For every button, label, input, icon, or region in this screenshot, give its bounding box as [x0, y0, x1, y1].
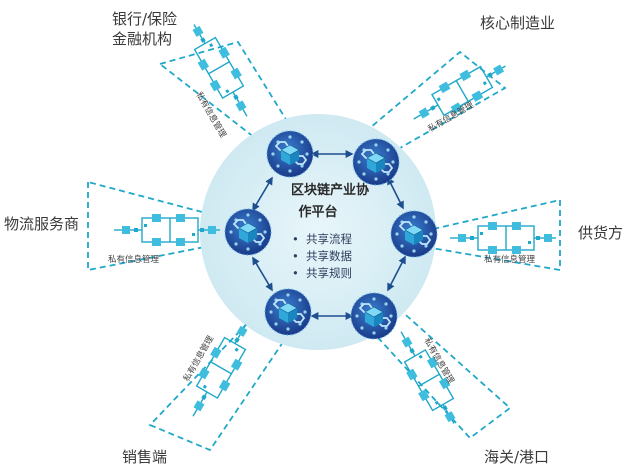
bullet-dot: • [292, 232, 299, 246]
private-label-supplier: 私有信息管理 [484, 254, 536, 265]
bullet-shared-rules: 共享规则 [306, 266, 352, 280]
bullet-dot: • [292, 249, 299, 263]
label-logistics: 物流服务商 [4, 215, 79, 233]
bullet-dot: • [292, 266, 299, 280]
platform-title-line2: 作平台 [298, 204, 337, 220]
node-links [252, 150, 406, 320]
sector-customs [358, 307, 512, 440]
platform-bullets: • 共享流程 • 共享数据 • 共享规则 [292, 232, 352, 280]
node-icon [350, 292, 398, 340]
label-customs: 海关/港口 [484, 448, 549, 466]
node-icon [390, 210, 438, 258]
node-icon [266, 130, 314, 178]
link-e-se [387, 255, 406, 292]
node-icon [224, 208, 272, 256]
private-label-logistics: 私有信息管理 [108, 254, 160, 265]
label-sales: 销售端 [122, 448, 167, 466]
link-w-nw [252, 176, 273, 212]
label-supplier: 供货方 [578, 224, 623, 242]
node-icon [352, 138, 400, 186]
label-bank-line1: 银行/保险 [112, 10, 177, 28]
platform-title-line1: 区块链产业协 [291, 182, 369, 198]
sector-supplier [419, 198, 561, 272]
label-manufacturing: 核心制造业 [480, 14, 555, 32]
sector-bank [158, 40, 302, 149]
link-sw-w [252, 256, 273, 292]
label-bank-line2: 金融机构 [112, 30, 172, 48]
node-icon [264, 288, 312, 336]
link-ne-e [387, 176, 404, 210]
bullet-shared-data: 共享数据 [306, 249, 352, 263]
bullet-shared-process: 共享流程 [306, 232, 352, 246]
